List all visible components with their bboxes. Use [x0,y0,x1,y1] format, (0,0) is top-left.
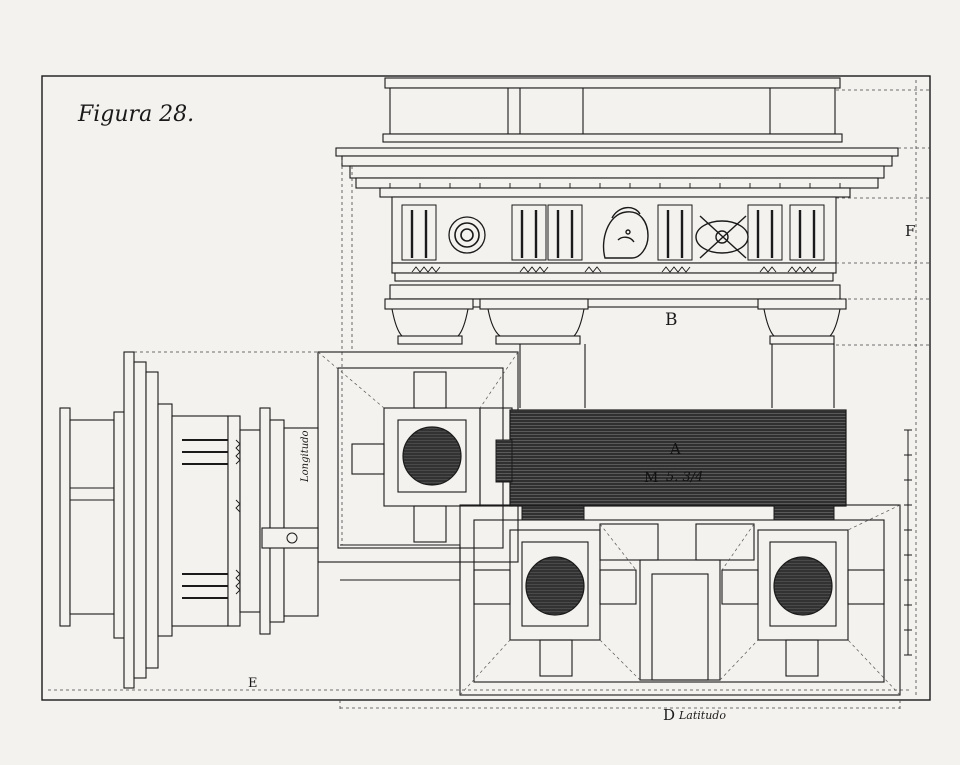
column-section-center [525,556,585,616]
label-A: A [670,440,681,458]
patera-metope [448,216,486,254]
elevation-entablature [335,77,899,308]
figure-title: Figura 28. [78,102,195,127]
hatched-architrave-section [509,409,847,507]
side-triglyphs [182,439,228,599]
guttae [411,266,817,273]
helmet-metope [602,207,649,259]
trophy-metope [695,215,749,259]
side-rosette [286,532,298,544]
label-F: F [905,222,916,240]
label-M: M [644,470,659,486]
label-fraction: 5. 3/4 [666,470,704,485]
side-elevation [59,351,319,689]
column-section-left [402,426,462,486]
plate-border [41,75,931,701]
label-longitudo: Longitudo [300,430,311,482]
column-section-right [773,556,833,616]
label-B: B [665,310,678,330]
construction-lines [48,80,930,712]
ground-plan [317,351,901,696]
label-latitudo: Latitudo [679,709,726,722]
hatched-lintel-foot-right [773,505,835,521]
label-D: D [663,706,676,724]
scale-bar [904,429,912,656]
cornice-mutules [389,183,841,188]
column-capitals [384,298,847,408]
label-E: E [248,676,258,691]
hatched-lintel-foot-left [521,505,585,521]
frieze-triglyphs [401,204,825,261]
side-guttae [235,439,241,595]
plan-diagonals [317,351,901,696]
